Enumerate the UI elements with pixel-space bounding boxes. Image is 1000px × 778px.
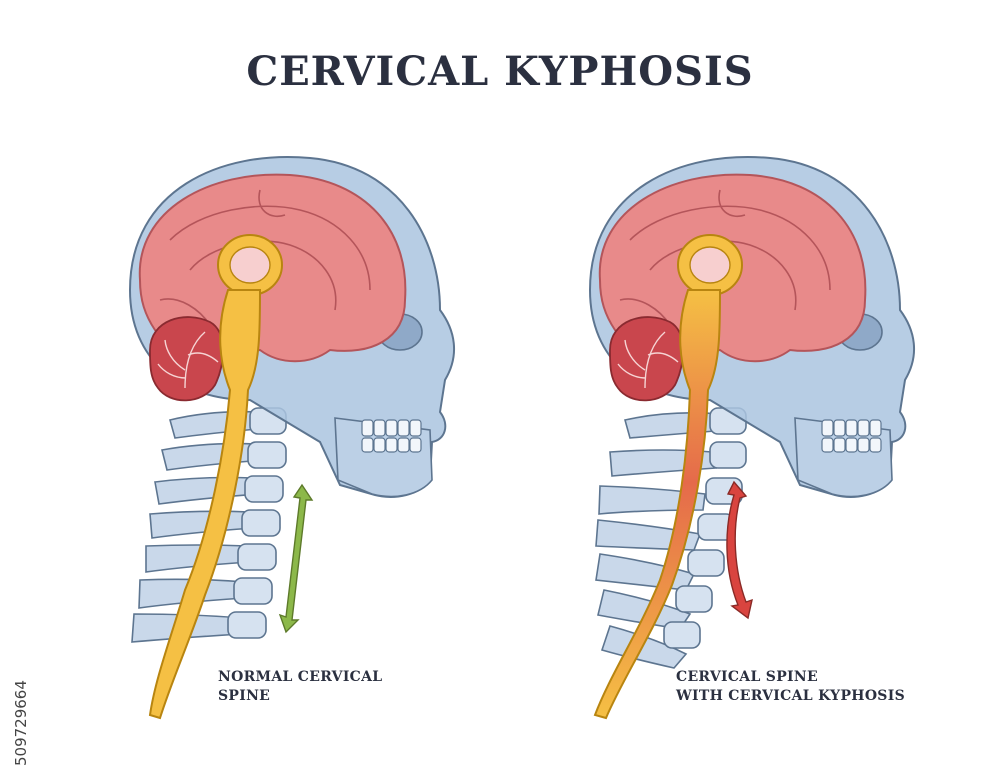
page-title: CERVICAL KYPHOSIS [246,48,754,95]
caption-normal: NORMAL CERVICAL SPINE [218,668,382,706]
normal-curve-arrow-icon [278,483,314,634]
kyphosis-curve-arrow-icon [726,480,753,620]
normal-spine-illustration [128,156,456,720]
teeth [821,419,882,453]
spinal-cord [593,289,722,720]
caption-kyphosis-line-2: WITH CERVICAL KYPHOSIS [676,688,905,704]
cerebellum [609,316,684,402]
caption-normal-line-1: NORMAL CERVICAL [218,669,383,685]
caption-normal-line-2: SPINE [218,688,271,704]
teeth [361,419,422,453]
stock-id-watermark: 509729664 [8,540,30,770]
caption-kyphosis: CERVICAL SPINE WITH CERVICAL KYPHOSIS [676,668,905,706]
spinal-cord [148,289,262,720]
stock-id-text: 509729664 [12,680,30,766]
jaw [334,417,433,498]
jaw [794,417,893,498]
cerebellum [149,316,224,402]
caption-kyphosis-line-1: CERVICAL SPINE [676,669,818,685]
kyphosis-spine-illustration [588,156,916,720]
